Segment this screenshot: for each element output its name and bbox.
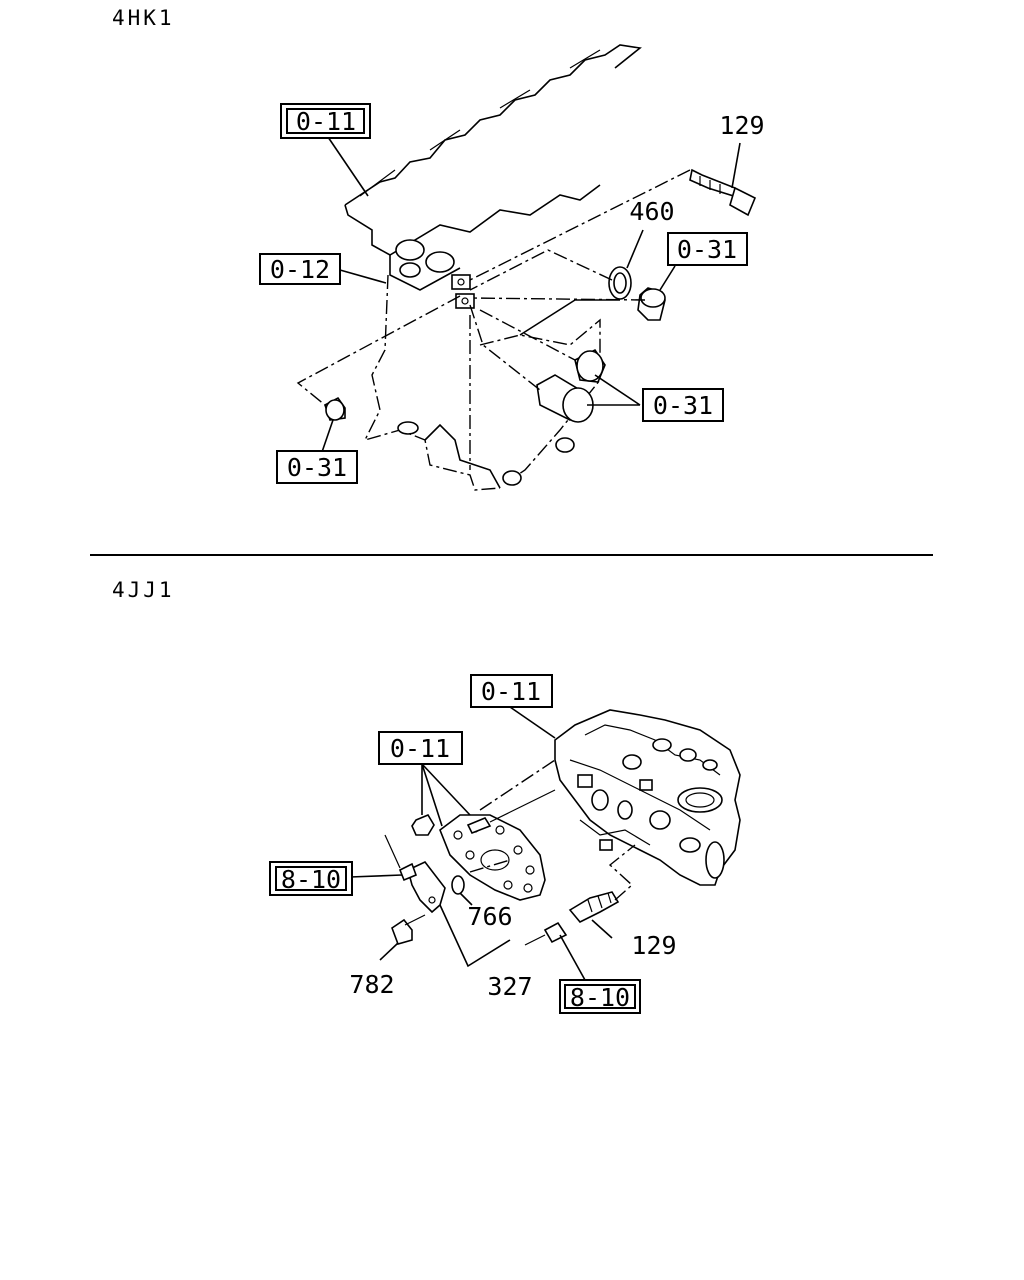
part-129-sensor-4hk1 xyxy=(689,168,757,217)
callout-4jj1-oring: 766 xyxy=(467,902,512,931)
callout-4jj1-studs: 0-11 xyxy=(378,731,463,765)
callout-4hk1-sensor: 129 xyxy=(719,111,764,140)
callout-label: 0-11 xyxy=(296,107,356,136)
part-plug-right xyxy=(637,287,666,321)
callout-label: 8-10 xyxy=(570,983,630,1012)
callout-4jj1-sensor-assy: 327 xyxy=(487,972,532,1001)
variant-label-4hk1: 4HK1 xyxy=(112,6,175,30)
part-timing-cover-plate xyxy=(439,814,546,901)
part-plugs-center xyxy=(536,348,606,423)
callout-label: 0-31 xyxy=(653,391,713,420)
leader-lines-4jj1 xyxy=(349,706,636,981)
callout-4hk1-head: 0-11 xyxy=(280,103,371,139)
part-plug-left xyxy=(324,396,346,421)
engine-4jj1-illustration xyxy=(554,709,741,886)
part-782-bolt xyxy=(391,914,426,945)
part-nut xyxy=(411,813,435,836)
leader-lines-4hk1 xyxy=(296,136,741,453)
callout-label: 0-31 xyxy=(677,235,737,264)
part-766-oring xyxy=(451,875,465,895)
callout-label: 0-11 xyxy=(390,734,450,763)
callout-4hk1-plugs-center: 0-31 xyxy=(642,388,724,422)
callout-4jj1-sensor: 129 xyxy=(631,931,676,960)
callout-4jj1-harness-left: 8-10 xyxy=(269,861,353,896)
callout-4hk1-block: 0-12 xyxy=(259,253,341,285)
part-327-cam-sensor xyxy=(384,834,446,914)
callout-4jj1-head: 0-11 xyxy=(470,674,553,708)
callout-label: 0-11 xyxy=(481,677,541,706)
engine-4hk1-illustration xyxy=(344,44,642,491)
part-460-gasket xyxy=(608,266,632,300)
part-129-sensor-4jj1 xyxy=(524,891,620,946)
variant-label-4jj1: 4JJ1 xyxy=(112,578,175,602)
callout-4hk1-plug-right: 0-31 xyxy=(667,232,748,266)
callout-label: 0-31 xyxy=(287,453,347,482)
part-stud-bolt xyxy=(466,789,556,835)
callout-4hk1-gasket: 460 xyxy=(629,197,674,226)
callout-label: 8-10 xyxy=(281,865,341,894)
callout-label: 0-12 xyxy=(270,255,330,284)
callout-4jj1-harness-right: 8-10 xyxy=(559,979,641,1014)
callout-4hk1-plug-left: 0-31 xyxy=(276,450,358,484)
callout-4jj1-bolt: 782 xyxy=(349,970,394,999)
